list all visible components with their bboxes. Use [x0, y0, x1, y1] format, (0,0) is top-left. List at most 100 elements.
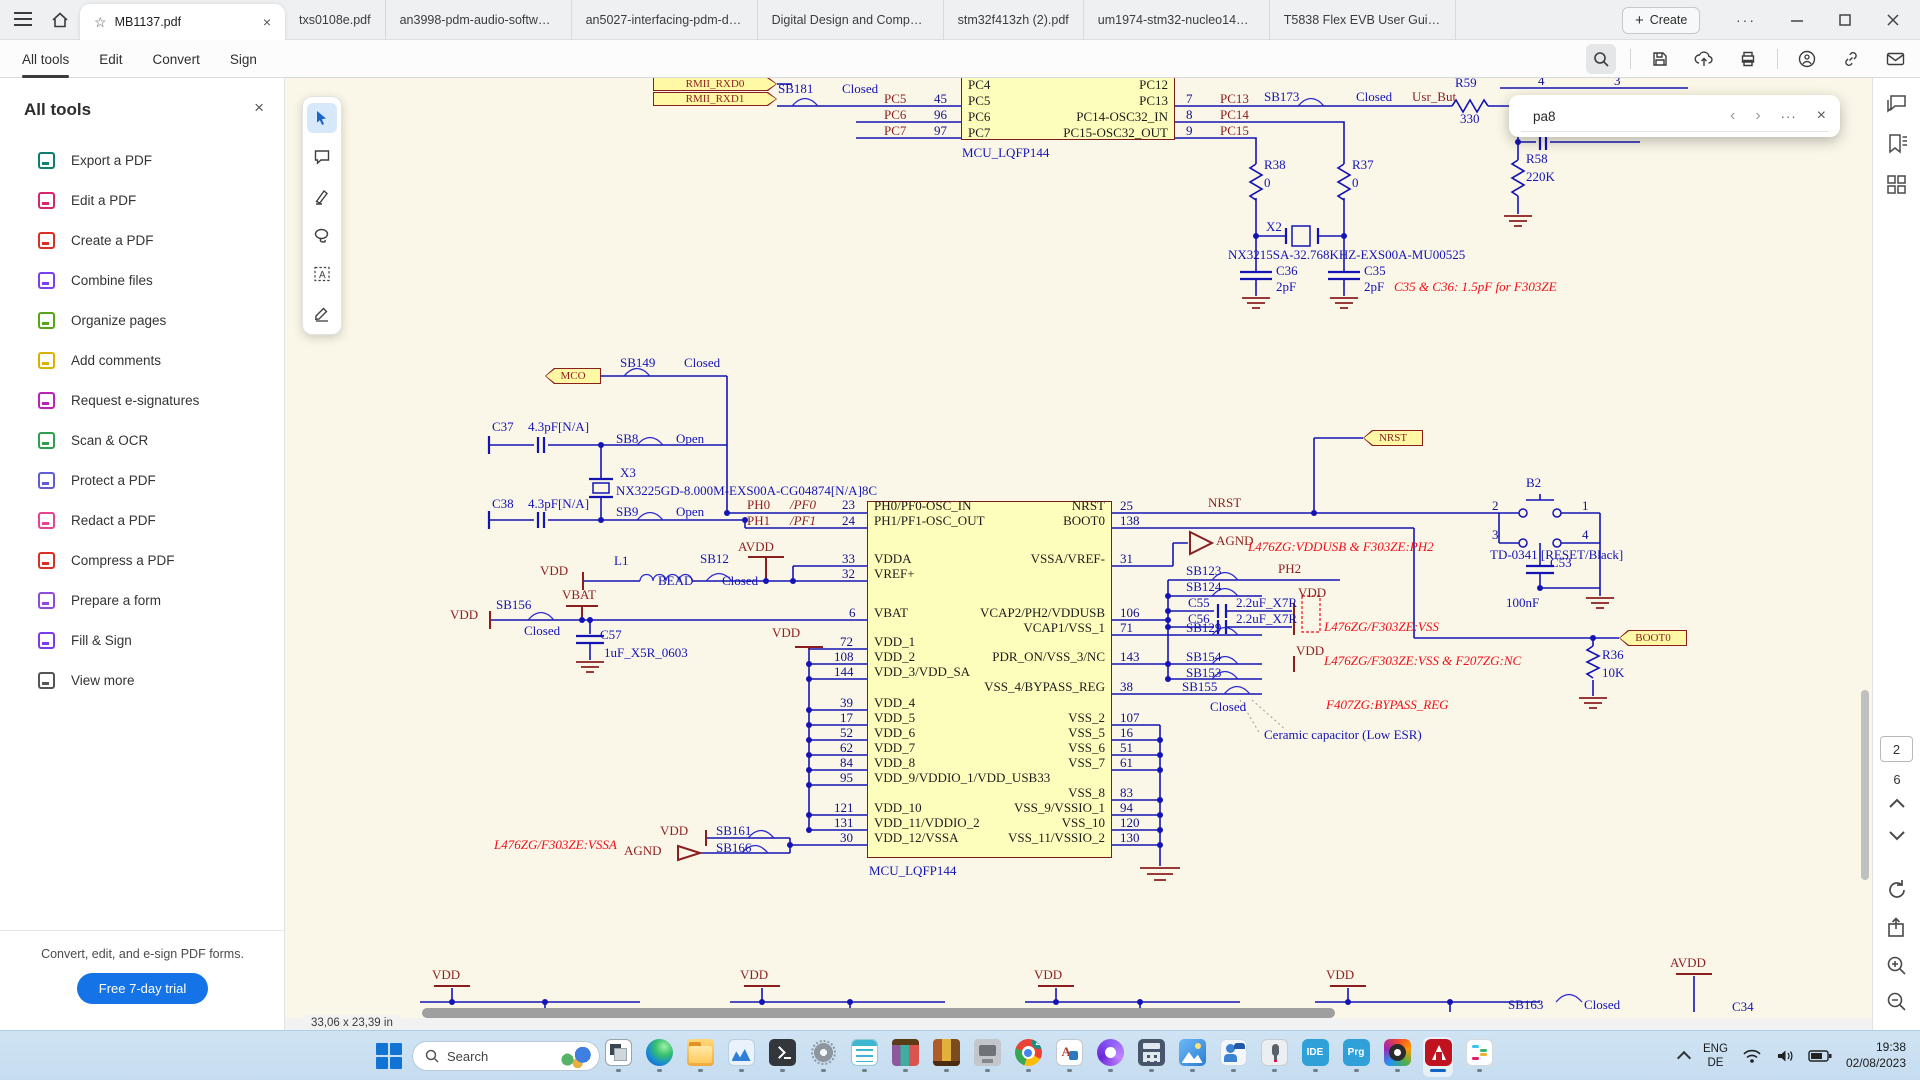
window-close-button[interactable] — [1886, 13, 1900, 27]
window-minimize-button[interactable] — [1790, 13, 1804, 27]
tool-item-combine-files[interactable]: Combine files — [0, 260, 285, 300]
clock[interactable]: 19:3802/08/2023 — [1846, 1040, 1906, 1071]
export-page-icon[interactable] — [1885, 916, 1909, 940]
taskbar-word-mobile-icon[interactable] — [1054, 1037, 1084, 1077]
find-next-icon[interactable]: › — [1755, 107, 1760, 125]
taskbar-ide-icon[interactable]: IDE — [1300, 1037, 1330, 1077]
home-icon[interactable] — [50, 10, 70, 30]
tab-an5027-interfacing-pdm-digi[interactable]: an5027-interfacing-pdm-digi... — [572, 0, 758, 40]
tab-close-icon[interactable]: × — [263, 14, 271, 30]
taskbar-dev-home-icon[interactable] — [1382, 1037, 1412, 1077]
taskbar-photos-icon[interactable] — [1177, 1037, 1207, 1077]
tool-item-edit-a-pdf[interactable]: Edit a PDF — [0, 180, 285, 220]
menu-all-tools[interactable]: All tools — [22, 40, 69, 78]
taskbar-teams-icon[interactable] — [1218, 1037, 1248, 1077]
previous-page-icon[interactable] — [1885, 794, 1909, 818]
upload-cloud-icon[interactable] — [1689, 44, 1719, 74]
taskbar-settings-icon[interactable] — [808, 1037, 838, 1077]
tool-item-protect-a-pdf[interactable]: Protect a PDF — [0, 460, 285, 500]
tool-item-compress-a-pdf[interactable]: Compress a PDF — [0, 540, 285, 580]
taskbar-books-icon[interactable] — [931, 1037, 961, 1077]
language-indicator[interactable]: ENGDE — [1703, 1042, 1728, 1071]
battery-icon[interactable] — [1808, 1049, 1832, 1063]
menu-hamburger-icon[interactable] — [14, 12, 32, 26]
taskbar-winrar-icon[interactable] — [890, 1037, 920, 1077]
tool-item-view-more[interactable]: View more — [0, 660, 285, 700]
tab-digital-design-and-compute[interactable]: Digital Design and Compute... — [758, 0, 944, 40]
start-button[interactable] — [376, 1043, 402, 1069]
taskbar-edge-icon[interactable] — [644, 1037, 674, 1077]
tab-um1974-stm32-nucleo144-bo[interactable]: um1974-stm32-nucleo144-bo... — [1084, 0, 1270, 40]
vertical-scrollbar[interactable] — [1858, 78, 1872, 1018]
tool-item-redact-a-pdf[interactable]: Redact a PDF — [0, 500, 285, 540]
taskbar-device-manager-icon[interactable] — [972, 1037, 1002, 1077]
create-button[interactable]: +Create — [1622, 7, 1700, 34]
tab-mb1137-pdf[interactable]: ☆MB1137.pdf× — [80, 4, 285, 40]
tool-item-fill-sign[interactable]: Fill & Sign — [0, 620, 285, 660]
menu-sign[interactable]: Sign — [230, 40, 257, 78]
tab-txs0108e-pdf[interactable]: txs0108e.pdf — [285, 0, 386, 40]
draw-tool[interactable] — [307, 220, 337, 250]
tool-item-add-comments[interactable]: Add comments — [0, 340, 285, 380]
comments-panel-icon[interactable] — [1885, 92, 1909, 116]
taskbar-slack-icon[interactable] — [1464, 1037, 1494, 1077]
tab-an3998-pdm-audio-software[interactable]: an3998-pdm-audio-software... — [386, 0, 572, 40]
horizontal-scrollbar-thumb[interactable] — [422, 1008, 1335, 1018]
highlight-tool[interactable] — [307, 181, 337, 211]
menu-edit[interactable]: Edit — [99, 40, 122, 78]
favorite-star-icon[interactable]: ☆ — [94, 14, 107, 31]
taskbar-chrome-icon[interactable]: Z — [1013, 1037, 1043, 1077]
taskbar-terminal-icon[interactable] — [767, 1037, 797, 1077]
zoom-in-icon[interactable] — [1885, 954, 1909, 978]
tab-t5838-flex-evb-user-guide[interactable]: T5838 Flex EVB User Guide — [1270, 0, 1456, 40]
tool-item-prepare-a-form[interactable]: Prepare a form — [0, 580, 285, 620]
comment-tool[interactable] — [307, 142, 337, 172]
vertical-scrollbar-thumb[interactable] — [1861, 690, 1869, 880]
search-icon[interactable] — [1586, 44, 1616, 74]
find-previous-icon[interactable]: ‹ — [1730, 107, 1735, 125]
taskbar-task-view-icon[interactable] — [603, 1037, 633, 1077]
tool-item-create-a-pdf[interactable]: Create a PDF — [0, 220, 285, 260]
taskbar-file-explorer-icon[interactable] — [685, 1037, 715, 1077]
taskbar-media-player-icon[interactable] — [726, 1037, 756, 1077]
taskbar-calculator-icon[interactable] — [1136, 1037, 1166, 1077]
tool-item-organize-pages[interactable]: Organize pages — [0, 300, 285, 340]
free-trial-button[interactable]: Free 7-day trial — [77, 973, 208, 1004]
panel-close-icon[interactable]: × — [254, 98, 264, 118]
current-page-input[interactable]: 2 — [1880, 736, 1913, 762]
select-tool[interactable] — [307, 103, 337, 133]
menu-convert[interactable]: Convert — [153, 40, 200, 78]
rotate-page-icon[interactable] — [1885, 878, 1909, 902]
find-more-options-icon[interactable]: ··· — [1781, 109, 1797, 124]
find-close-icon[interactable]: × — [1817, 107, 1826, 125]
taskbar-notepad-icon[interactable] — [849, 1037, 879, 1077]
wifi-icon[interactable] — [1742, 1048, 1762, 1064]
tool-item-request-e-signatures[interactable]: Request e-signatures — [0, 380, 285, 420]
taskbar-voice-recorder-icon[interactable] — [1259, 1037, 1289, 1077]
taskbar-acrobat-icon[interactable] — [1423, 1037, 1453, 1077]
more-options-icon[interactable]: ··· — [1736, 12, 1756, 28]
page-thumbnails-icon[interactable] — [1885, 172, 1909, 196]
email-icon[interactable] — [1880, 44, 1910, 74]
taskbar-prg-icon[interactable]: Prg — [1341, 1037, 1371, 1077]
speaker-icon[interactable] — [1776, 1048, 1794, 1064]
save-icon[interactable] — [1645, 44, 1675, 74]
sign-tool[interactable] — [307, 298, 337, 328]
bookmarks-panel-icon[interactable] — [1885, 132, 1909, 156]
search-promo-image[interactable] — [559, 1044, 593, 1068]
taskbar-loop-icon[interactable] — [1095, 1037, 1125, 1077]
tray-expand-icon[interactable] — [1677, 1051, 1691, 1065]
ai-assistant-icon[interactable] — [1792, 44, 1822, 74]
text-select-tool[interactable]: A — [307, 259, 337, 289]
tab-stm32f413zh-2-pdf[interactable]: stm32f413zh (2).pdf — [944, 0, 1084, 40]
find-bar[interactable]: pa8 ‹ › ··· × — [1509, 95, 1840, 137]
taskbar-search-box[interactable]: Search — [412, 1041, 600, 1071]
tool-item-export-a-pdf[interactable]: Export a PDF — [0, 140, 285, 180]
next-page-icon[interactable] — [1885, 826, 1909, 850]
find-input[interactable]: pa8 — [1533, 109, 1730, 124]
tool-item-scan-ocr[interactable]: Scan & OCR — [0, 420, 285, 460]
print-icon[interactable] — [1733, 44, 1763, 74]
link-icon[interactable] — [1836, 44, 1866, 74]
zoom-out-icon[interactable] — [1885, 990, 1909, 1014]
